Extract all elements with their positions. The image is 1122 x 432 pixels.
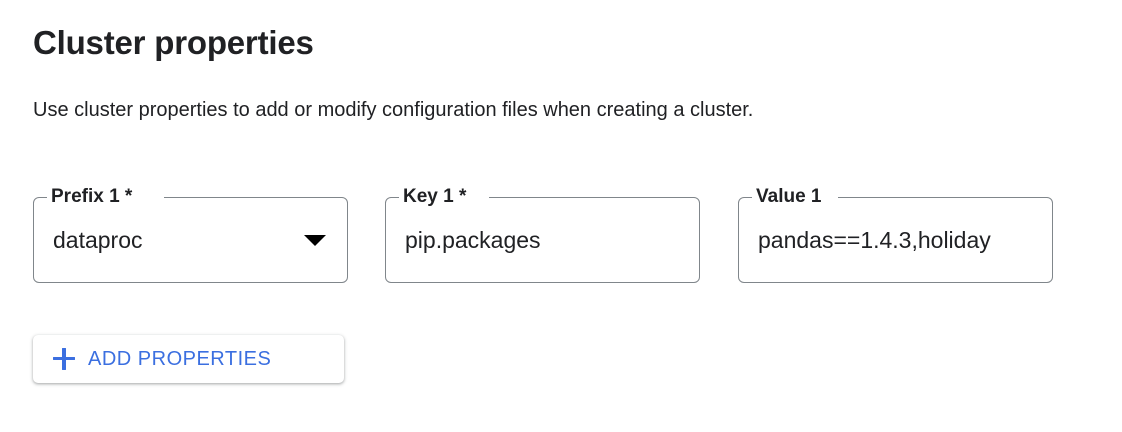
- key-field-value[interactable]: pip.packages: [405, 227, 541, 253]
- value-field-value[interactable]: pandas==1.4.3,holiday: [758, 227, 991, 253]
- key-field-label: Key 1 *: [403, 186, 467, 207]
- value-field-notch: [752, 195, 838, 199]
- add-properties-button-label: ADD PROPERTIES: [88, 347, 272, 370]
- prefix-field-label: Prefix 1 *: [51, 186, 133, 207]
- prefix-field[interactable]: Prefix 1 * dataproc: [33, 186, 348, 283]
- chevron-down-icon[interactable]: [304, 235, 326, 246]
- add-properties-button[interactable]: ADD PROPERTIES: [33, 335, 344, 383]
- plus-icon: [53, 348, 75, 370]
- key-field[interactable]: Key 1 * pip.packages: [385, 186, 700, 283]
- cluster-properties-row: Prefix 1 * dataproc Key 1 * pip.packages…: [0, 186, 1122, 287]
- prefix-field-notch: [47, 195, 164, 199]
- value-field-label: Value 1: [756, 186, 822, 207]
- page-title: Cluster properties: [33, 24, 314, 61]
- value-field[interactable]: Value 1 pandas==1.4.3,holiday: [738, 186, 1053, 283]
- prefix-field-value[interactable]: dataproc: [53, 227, 143, 253]
- page-description: Use cluster properties to add or modify …: [33, 99, 754, 121]
- key-field-notch: [399, 195, 489, 199]
